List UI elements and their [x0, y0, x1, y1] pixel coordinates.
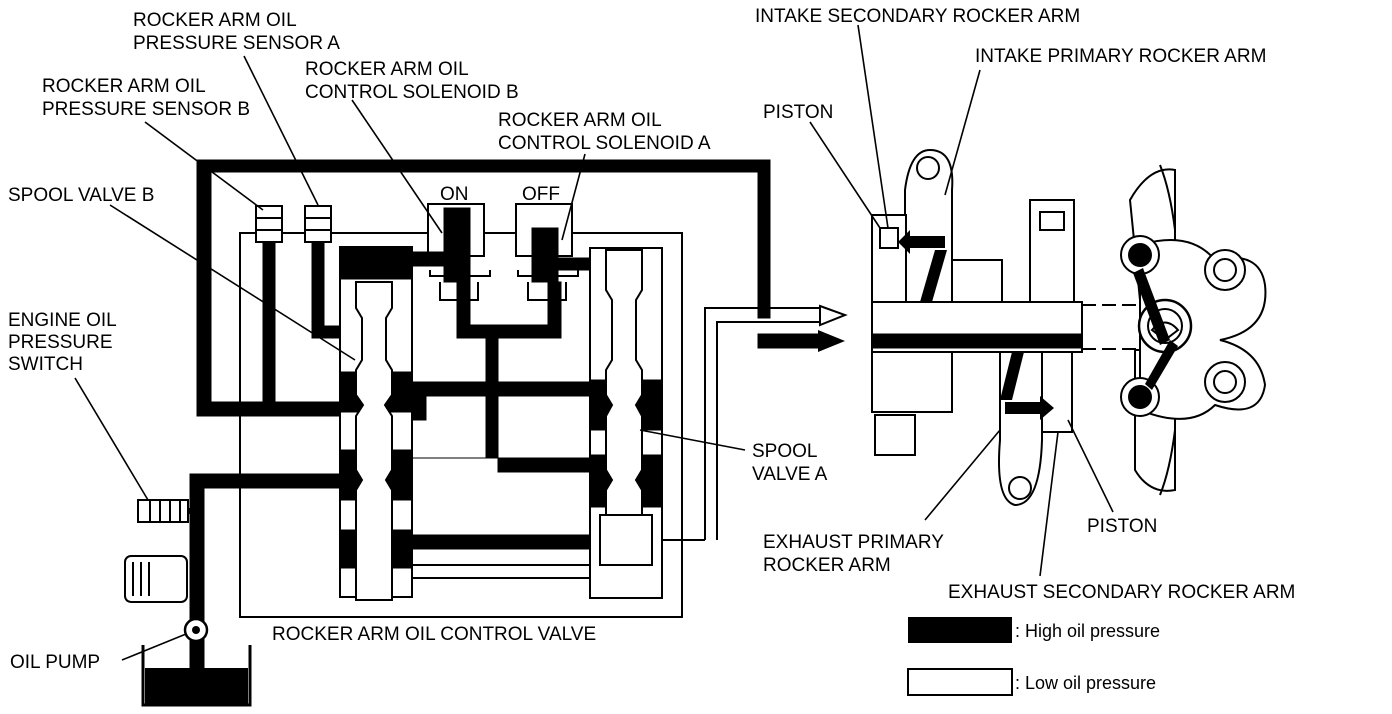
label-sensor-b-line2: PRESSURE SENSOR B	[42, 99, 250, 120]
sensor-b-line	[262, 239, 276, 403]
valve-interconnect-2	[412, 337, 601, 473]
legend-high-pressure-label: : High oil pressure	[1015, 621, 1160, 641]
label-intake-primary: INTAKE PRIMARY ROCKER ARM	[975, 46, 1266, 67]
label-off: OFF	[522, 184, 560, 205]
filter-line	[189, 473, 356, 561]
label-control-valve: ROCKER ARM OIL CONTROL VALVE	[272, 624, 596, 645]
label-spool-valve-b: SPOOL VALVE B	[8, 185, 154, 206]
intake-piston-arrow	[898, 230, 945, 254]
label-spool-valve-a-line1: SPOOL	[752, 441, 817, 462]
valve-interconnect-3	[411, 534, 601, 550]
label-spool-valve-a-line2: VALVE A	[752, 464, 828, 485]
legend: : High oil pressure : Low oil pressure	[907, 617, 1160, 696]
low-pressure-arrow	[819, 304, 848, 327]
exhaust-secondary-rocker-arm	[1041, 351, 1073, 433]
pressure-sensor-a-icon	[304, 205, 332, 243]
label-solenoid-a-line1: ROCKER ARM OIL	[498, 110, 662, 131]
label-exhaust-primary-line1: EXHAUST PRIMARY	[763, 532, 944, 553]
label-engine-oil-line2: PRESSURE	[8, 332, 113, 353]
low-pressure-outlet	[704, 307, 820, 540]
return-line	[412, 564, 600, 579]
label-engine-oil-line1: ENGINE OIL	[8, 310, 117, 331]
legend-low-pressure-label: : Low oil pressure	[1015, 673, 1156, 693]
rocker-arm-assembly	[871, 148, 1267, 507]
oil-sump	[141, 645, 252, 707]
rocker-side-view	[1120, 164, 1267, 496]
label-exhaust-primary-line2: ROCKER ARM	[763, 555, 891, 576]
oil-filter-icon	[124, 555, 188, 603]
pressure-sensor-b-icon	[255, 205, 283, 243]
valve-interconnect-1	[411, 381, 601, 421]
spool-b-piston	[355, 281, 393, 601]
hydraulic-circuit	[124, 159, 848, 707]
spool-a-piston	[605, 249, 643, 561]
oil-in-sump	[145, 668, 248, 704]
pump-line	[189, 554, 205, 674]
label-piston-bottom: PISTON	[1087, 516, 1157, 537]
leader-lines	[74, 24, 1114, 661]
label-oil-pump: OIL PUMP	[10, 652, 100, 673]
label-sensor-b-line1: ROCKER ARM OIL	[42, 76, 206, 97]
label-engine-oil-line3: SWITCH	[8, 354, 83, 375]
exhaust-piston-arrow	[1005, 396, 1054, 420]
label-intake-secondary: INTAKE SECONDARY ROCKER ARM	[755, 6, 1080, 27]
label-on: ON	[440, 184, 469, 205]
solenoid-b-feed	[339, 251, 471, 267]
label-solenoid-b-line2: CONTROL SOLENOID B	[305, 82, 519, 103]
label-sensor-a-line2: PRESSURE SENSOR A	[133, 33, 340, 54]
legend-high-pressure-swatch	[908, 617, 1012, 643]
solenoid-b-signal-line	[456, 281, 562, 339]
label-solenoid-b-line1: ROCKER ARM OIL	[305, 59, 469, 80]
main-gallery-line	[196, 159, 771, 417]
high-pressure-outlet	[757, 333, 819, 349]
label-piston-top: PISTON	[763, 102, 833, 123]
label-solenoid-a-line2: CONTROL SOLENOID A	[498, 133, 711, 154]
legend-low-pressure-swatch	[907, 668, 1013, 696]
label-exhaust-secondary: EXHAUST SECONDARY ROCKER ARM	[948, 582, 1295, 603]
labels: ROCKER ARM OIL PRESSURE SENSOR A ROCKER …	[8, 6, 1295, 673]
label-sensor-a-line1: ROCKER ARM OIL	[133, 10, 297, 31]
high-pressure-arrow	[818, 330, 845, 352]
